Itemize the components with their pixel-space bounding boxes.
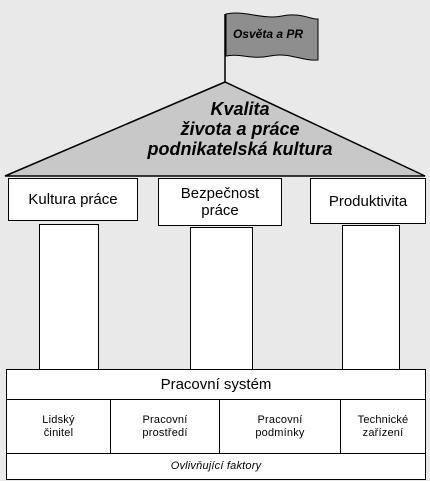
system-label: Pracovní systém	[160, 376, 272, 393]
roof-title: Kvalita života a práce podnikatelská kul…	[130, 99, 350, 159]
pillar-cap-produktivita: Produktivita	[310, 178, 426, 224]
factors-row: Lidský činitel Pracovní prostředí Pracov…	[6, 399, 426, 454]
footer-label: Ovlivňující faktory	[170, 460, 262, 472]
roof-triangle	[4, 81, 426, 177]
flag-icon	[225, 12, 319, 61]
pillar-column-middle	[190, 227, 253, 370]
factor-pracovni-podminky: Pracovní podmínky	[219, 400, 340, 453]
pillar-cap-bezpecnost-prace: Bezpečnost práce	[158, 178, 282, 226]
factor-line-1: Pracovní	[142, 413, 188, 426]
factor-lidsky-cinitel: Lidský činitel	[7, 400, 110, 453]
roof-and-flag	[4, 12, 426, 177]
factor-technicke-zarizeni: Technické zařízení	[340, 400, 425, 453]
roof-line-2: života a práce	[180, 119, 300, 139]
factor-line-2: zařízení	[362, 426, 404, 439]
factor-line-2: prostředí	[142, 426, 188, 439]
pillar-label-line-2: práce	[201, 202, 239, 219]
roof-line-1: Kvalita	[210, 99, 270, 119]
pillar-cap-kultura-prace: Kultura práce	[8, 178, 138, 221]
pillar-label-line-1: Bezpečnost	[180, 185, 260, 202]
pillar-column-left	[39, 224, 99, 370]
pillar-label: Kultura práce	[28, 191, 118, 208]
foundation-pracovni-system: Pracovní systém	[6, 369, 426, 400]
factor-line-2: činitel	[43, 426, 74, 439]
footer-ovlivnujici-faktory: Ovlivňující faktory	[6, 453, 426, 480]
factor-line-1: Technické	[357, 413, 409, 426]
roof-line-3: podnikatelská kultura	[147, 139, 333, 159]
factor-pracovni-prostredi: Pracovní prostředí	[110, 400, 219, 453]
factor-line-2: podmínky	[255, 426, 305, 439]
pillar-column-right	[342, 225, 400, 370]
pillar-label: Produktivita	[328, 192, 408, 210]
factor-line-1: Lidský	[42, 413, 75, 426]
flag-label: Osvěta a PR	[232, 27, 304, 41]
factor-line-1: Pracovní	[257, 413, 303, 426]
